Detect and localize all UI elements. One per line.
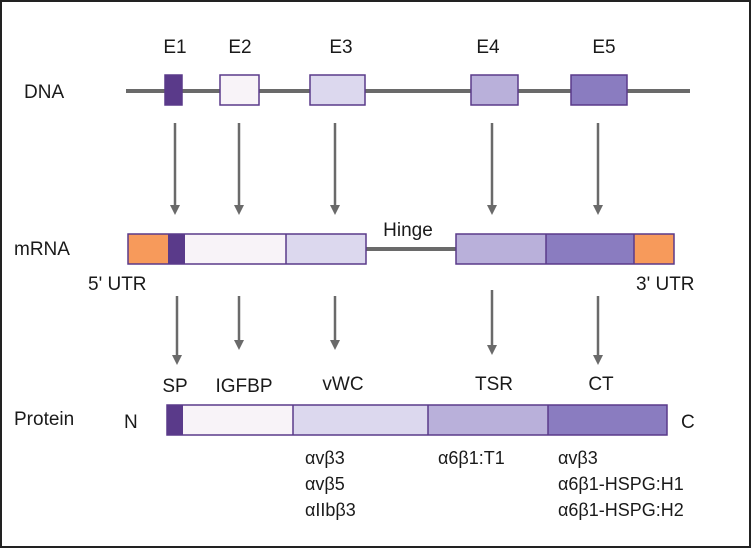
domain-tsr-label: TSR: [475, 374, 513, 395]
mrna-right-outline: [455, 233, 675, 265]
exon-e5-box: [570, 74, 628, 106]
exon-e2-label: E2: [228, 37, 251, 58]
protein-igfbp-domain: [183, 405, 293, 435]
domain-vwc-label: vWC: [322, 374, 363, 395]
hinge-label: Hinge: [383, 220, 433, 241]
dna-label: DNA: [24, 82, 64, 103]
mrna-utr5-segment: [128, 234, 168, 264]
exon-e5-label: E5: [592, 37, 615, 58]
protein-label: Protein: [14, 409, 74, 430]
utr3-label: 3' UTR: [636, 274, 695, 295]
vwc-binding-1: αvβ3: [305, 448, 345, 468]
ct-binding-1: αvβ3: [558, 448, 598, 468]
exon-e4-label: E4: [476, 37, 500, 58]
exon-e4-box: [470, 74, 519, 106]
exon-e1-box: [164, 74, 183, 106]
exon-e3-box: [309, 74, 366, 106]
protein-sp-domain: [167, 405, 183, 435]
protein-tsr-domain: [428, 405, 548, 435]
mrna-utr3-segment: [634, 234, 674, 264]
domain-sp-label: SP: [162, 376, 187, 397]
mrna-label: mRNA: [14, 239, 70, 260]
ct-binding-3: α6β1-HSPG:H2: [558, 500, 684, 520]
mrna-left-outline: [127, 233, 367, 265]
mrna-sp-segment: [168, 234, 185, 264]
mrna-igfbp-segment: [185, 234, 286, 264]
n-terminus-label: N: [124, 412, 138, 433]
vwc-binding-3: αIIbβ3: [305, 500, 356, 520]
ct-binding-2: α6β1-HSPG:H1: [558, 474, 684, 494]
exon-e2-box: [219, 74, 260, 106]
protein-vwc-domain: [293, 405, 428, 435]
mrna-vwc-segment: [286, 234, 366, 264]
protein-outline: [166, 404, 668, 436]
c-terminus-label: C: [681, 412, 695, 433]
domain-ct-label: CT: [588, 374, 614, 395]
tsr-binding-1: α6β1:T1: [438, 448, 505, 468]
mrna-ct-segment: [546, 234, 634, 264]
exon-e1-label: E1: [163, 37, 186, 58]
domain-igfbp-label: IGFBP: [215, 376, 272, 397]
protein-ct-domain: [548, 405, 667, 435]
vwc-binding-2: αvβ5: [305, 474, 345, 494]
exon-e3-label: E3: [329, 37, 352, 58]
mrna-tsr-segment: [456, 234, 546, 264]
utr5-label: 5' UTR: [88, 274, 147, 295]
